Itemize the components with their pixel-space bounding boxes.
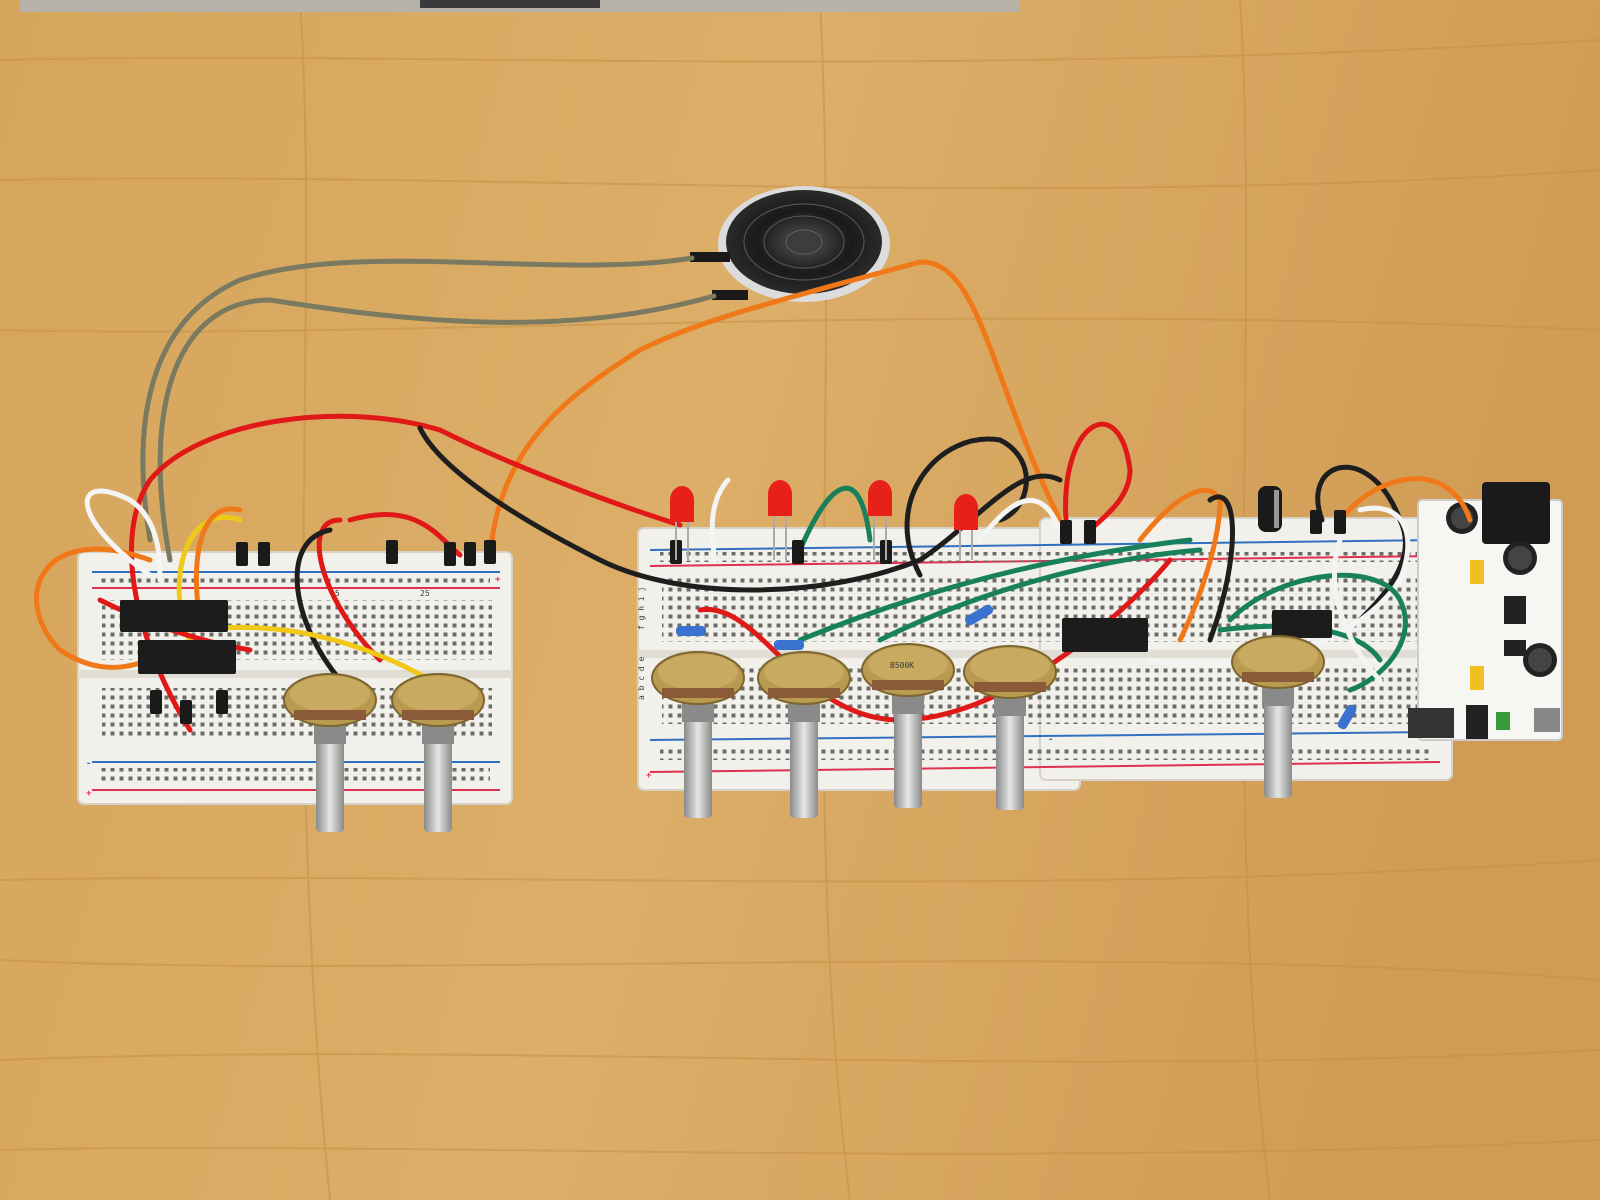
orange-wire xyxy=(487,259,923,558)
potentiometer-icon: B500K xyxy=(283,635,1325,832)
speaker-icon xyxy=(690,186,890,302)
speaker-wires xyxy=(140,255,717,563)
resistor-icon xyxy=(676,604,1357,730)
row-letters-top: f g h i j xyxy=(637,587,646,630)
red-wire xyxy=(316,517,383,663)
white-wire xyxy=(1332,537,1383,683)
black-wire xyxy=(904,436,1029,578)
capacitor-icon xyxy=(1258,486,1282,532)
red-wire xyxy=(129,413,683,733)
pot-marking: B500K xyxy=(890,661,914,670)
ic-chip-icon xyxy=(1062,610,1332,652)
rail-minus-label: - xyxy=(86,759,91,769)
white-wire xyxy=(709,477,731,563)
orange-wire xyxy=(1137,488,1223,643)
power-module-icon xyxy=(1408,482,1563,741)
red-wire xyxy=(1063,421,1133,533)
rail-plus-label: + xyxy=(86,789,92,799)
green-wire xyxy=(797,537,1193,643)
black-wire xyxy=(1207,494,1235,643)
rail-plus-label-right: + xyxy=(495,575,501,585)
white-wire xyxy=(84,488,163,583)
green-wire xyxy=(877,547,1203,643)
green-wire xyxy=(797,485,873,553)
orange-wire xyxy=(917,259,1063,523)
orange-wire xyxy=(193,506,243,623)
row-letters: a b c d e xyxy=(637,656,646,700)
green-wire xyxy=(1227,572,1408,693)
laptop-hinge xyxy=(420,0,600,8)
ic-chip-icon xyxy=(120,600,236,674)
orange-wire xyxy=(1337,476,1473,523)
rail-minus-label-main: - xyxy=(1048,735,1053,745)
rail-plus-label-main: + xyxy=(646,771,652,781)
black-wire xyxy=(417,425,1063,593)
white-wire xyxy=(977,497,1063,543)
led-icon xyxy=(670,480,978,560)
column-number-label: 25 xyxy=(420,589,430,598)
black-wire xyxy=(294,527,343,683)
yellow-wire xyxy=(197,624,433,683)
wire-connectors xyxy=(150,510,1346,724)
